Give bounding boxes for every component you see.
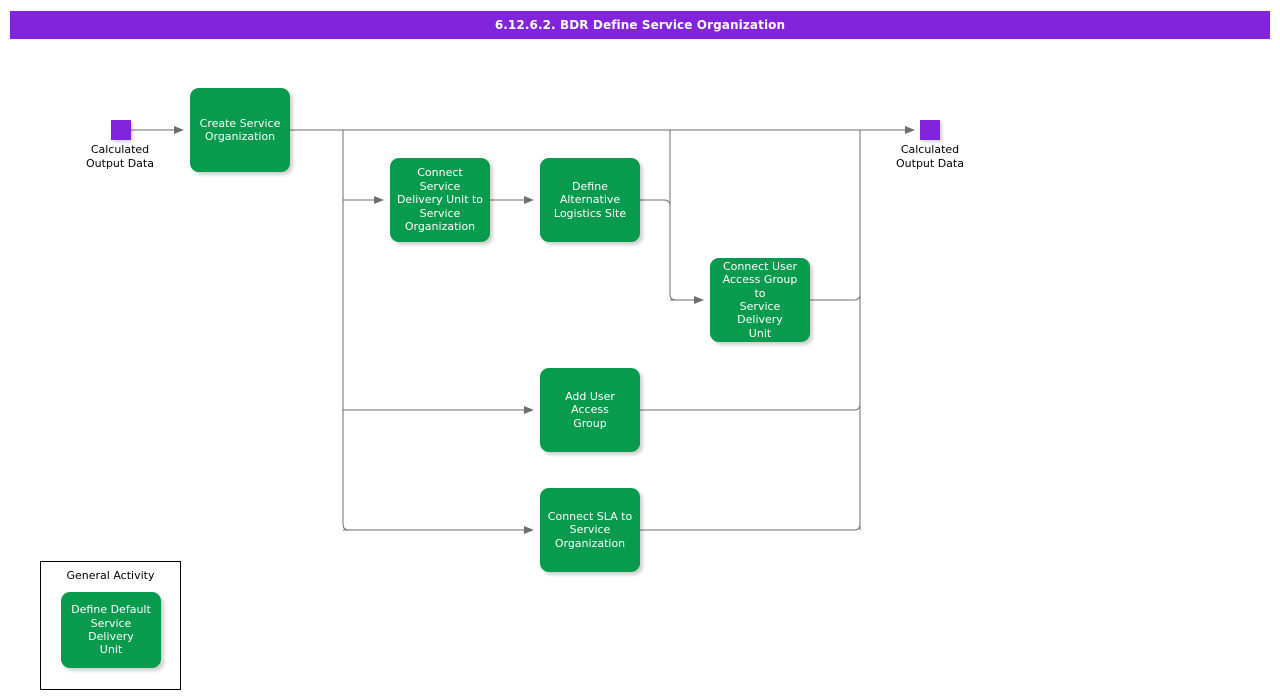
- wire-dals-to-midtrunk: [640, 199, 671, 207]
- activity-label: Define Alternative Logistics Site: [553, 179, 627, 220]
- legend-sample-label: Define Default Service Delivery Unit: [71, 603, 151, 657]
- end-terminator-label: Calculated Output Data: [896, 143, 964, 170]
- end-terminator[interactable]: [920, 120, 940, 140]
- wire-mid-vertical: [669, 130, 677, 301]
- activity-label: Connect User Access Group to Service Del…: [722, 259, 798, 340]
- activity-connect-service-delivery-unit-to-service-organization[interactable]: Connect Service Delivery Unit to Service…: [390, 158, 490, 242]
- start-terminator-label: Calculated Output Data: [86, 143, 154, 170]
- activity-label: Add User Access Group: [565, 389, 615, 430]
- activity-label: Create Service Organization: [199, 116, 281, 143]
- wire-auag-to-collector: [640, 403, 861, 411]
- wire-distributor-vertical: [342, 130, 350, 531]
- page-title: 6.12.6.2. BDR Define Service Organizatio…: [494, 18, 786, 32]
- legend-sample-activity[interactable]: Define Default Service Delivery Unit: [61, 592, 161, 668]
- activity-create-service-organization[interactable]: Create Service Organization: [190, 88, 290, 172]
- legend-title: General Activity: [66, 569, 155, 582]
- activity-label: Connect Service Delivery Unit to Service…: [396, 166, 484, 234]
- activity-label: Connect SLA to Service Organization: [547, 509, 633, 550]
- title-bar: 6.12.6.2. BDR Define Service Organizatio…: [10, 11, 1270, 39]
- start-terminator[interactable]: [111, 120, 131, 140]
- wire-cuag-to-collector: [810, 293, 861, 301]
- legend-panel: General Activity Define Default Service …: [40, 561, 181, 690]
- activity-add-user-access-group[interactable]: Add User Access Group: [540, 368, 640, 452]
- wire-sla-to-collector: [640, 523, 861, 531]
- activity-connect-user-access-group-to-service-delivery-unit[interactable]: Connect User Access Group to Service Del…: [710, 258, 810, 342]
- activity-define-alternative-logistics-site[interactable]: Define Alternative Logistics Site: [540, 158, 640, 242]
- activity-connect-sla-to-service-organization[interactable]: Connect SLA to Service Organization: [540, 488, 640, 572]
